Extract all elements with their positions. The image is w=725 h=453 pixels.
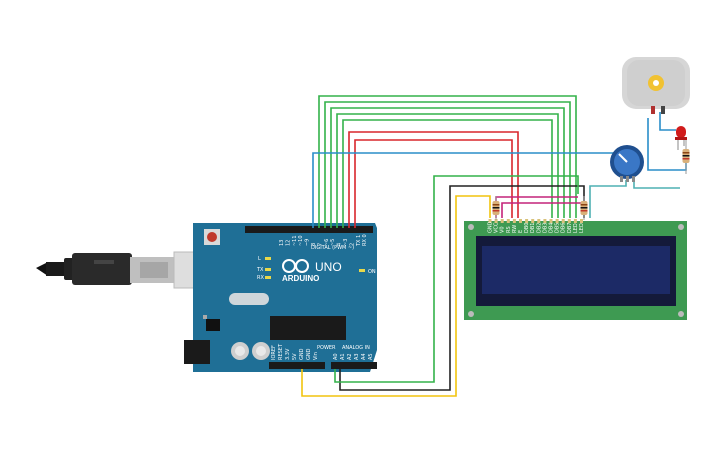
lcd-pin-label-14: LED bbox=[573, 223, 579, 233]
digital-pin-label-5: 8 bbox=[311, 243, 317, 246]
lcd-pin-label-10: DB4 bbox=[549, 223, 555, 233]
lcd-pin-0[interactable] bbox=[488, 219, 492, 223]
usb-cable-icon[interactable] bbox=[36, 251, 205, 289]
lcd-pin-label-4: RW bbox=[512, 225, 518, 233]
digital-pin-label-7: ~6 bbox=[324, 239, 330, 246]
lcd-pin-label-15: LED bbox=[579, 223, 585, 233]
lcd-pin-label-1: VCC bbox=[494, 222, 500, 233]
lcd-pin-15[interactable] bbox=[580, 219, 583, 223]
lcd-pin-9[interactable] bbox=[543, 219, 547, 223]
resistor-3[interactable] bbox=[682, 140, 690, 174]
lcd-pin-label-0: GND bbox=[488, 221, 494, 233]
digital-pin-label-0: 13 bbox=[279, 240, 285, 246]
analog-pin-label-5: A5 bbox=[368, 353, 374, 360]
lcd-pin-label-3: RS bbox=[506, 226, 512, 233]
digital-pin-label-6: 7 bbox=[317, 243, 323, 246]
power-pin-label-0: IOREF bbox=[271, 345, 277, 360]
power-pin-label-3: 5V bbox=[292, 353, 298, 360]
lcd-pin-label-13: DB7 bbox=[567, 223, 573, 233]
digital-pin-label-2: ~11 bbox=[292, 235, 298, 246]
atmega-chip bbox=[270, 316, 346, 340]
lcd-pin-label-5: E bbox=[518, 230, 524, 233]
lcd-pin-8[interactable] bbox=[537, 219, 541, 223]
wires[interactable] bbox=[301, 95, 687, 397]
digital-pin-label-4: ~9 bbox=[305, 239, 311, 246]
digital-header[interactable] bbox=[245, 226, 373, 233]
power-label: POWER bbox=[317, 345, 336, 351]
digital-pin-label-3: ~10 bbox=[298, 235, 304, 246]
lcd-pin-label-6: DB0 bbox=[524, 223, 530, 233]
lcd-pin-7[interactable] bbox=[531, 219, 535, 223]
lcd-pin-1[interactable] bbox=[494, 219, 498, 223]
rx-label: RX bbox=[257, 275, 264, 281]
power-pin-label-6: Vin bbox=[313, 352, 319, 360]
arduino-board[interactable]: ARDUINO UNO ON L TX RX DIGITAL (PWM ~) P… bbox=[184, 223, 377, 372]
lcd-pin-label-2: V0 bbox=[500, 226, 506, 233]
digital-pin-label-10: ~3 bbox=[343, 239, 349, 246]
lcd-pin-3[interactable] bbox=[506, 219, 510, 223]
crystal bbox=[229, 293, 269, 305]
dc-motor-icon[interactable] bbox=[622, 57, 690, 114]
power-pin-label-1: RESET bbox=[278, 343, 284, 360]
lcd-pin-4[interactable] bbox=[512, 219, 516, 223]
tx-label: TX bbox=[256, 267, 264, 273]
model-label: UNO bbox=[315, 260, 342, 274]
brand-label: ARDUINO bbox=[282, 274, 319, 283]
on-label: ON bbox=[368, 269, 376, 275]
analog-pin-label-1: A1 bbox=[340, 353, 346, 360]
analog-pin-label-2: A2 bbox=[347, 353, 353, 360]
digital-pin-label-9: 4 bbox=[337, 243, 343, 246]
lcd-pin-12[interactable] bbox=[561, 219, 565, 223]
analog-pin-label-0: A0 bbox=[333, 353, 339, 360]
red-led-icon[interactable] bbox=[675, 126, 687, 150]
lcd-pin-6[interactable] bbox=[525, 219, 529, 223]
l-label: L bbox=[258, 256, 261, 262]
power-jack bbox=[184, 340, 210, 364]
analog-pin-label-4: A4 bbox=[361, 353, 367, 360]
lcd-pin-14[interactable] bbox=[573, 219, 577, 223]
lcd-pin-2[interactable] bbox=[500, 219, 504, 223]
power-pin-label-4: GND bbox=[299, 348, 305, 360]
arduino-logo: ARDUINO UNO bbox=[282, 259, 342, 283]
digital-pin-label-11: 2 bbox=[349, 243, 355, 246]
power-pin-label-2: 3.3V bbox=[285, 348, 291, 360]
lcd-pin-5[interactable] bbox=[519, 219, 522, 223]
digital-pin-label-12: TX 1 bbox=[356, 235, 362, 247]
lcd-pin-13[interactable] bbox=[567, 219, 571, 223]
lcd-pin-label-12: DB6 bbox=[561, 223, 567, 233]
lcd-pin-10[interactable] bbox=[549, 219, 553, 223]
digital-pin-label-8: ~5 bbox=[330, 239, 336, 246]
power-header[interactable] bbox=[269, 362, 325, 369]
lcd-screen bbox=[482, 246, 670, 294]
digital-label: DIGITAL (PWM ~) bbox=[311, 245, 354, 251]
analog-header[interactable] bbox=[331, 362, 377, 369]
digital-pin-label-13: RX 0 bbox=[362, 234, 368, 246]
digital-pin-label-1: 12 bbox=[285, 240, 291, 246]
lcd-pin-11[interactable] bbox=[555, 219, 559, 223]
power-pin-label-5: GND bbox=[306, 348, 312, 360]
lcd-pin-row[interactable] bbox=[488, 219, 584, 223]
lcd-pin-label-11: DB5 bbox=[555, 223, 561, 233]
potentiometer-icon[interactable] bbox=[610, 145, 644, 182]
lcd-pin-label-9: DB3 bbox=[542, 223, 548, 233]
lcd-pin-label-7: DB1 bbox=[530, 223, 536, 233]
analog-pin-label-3: A3 bbox=[354, 353, 360, 360]
resistor-1[interactable] bbox=[492, 196, 500, 220]
resistor-2[interactable] bbox=[580, 196, 588, 220]
lcd-pin-label-8: DB2 bbox=[536, 223, 542, 233]
analog-label: ANALOG IN bbox=[342, 345, 370, 351]
